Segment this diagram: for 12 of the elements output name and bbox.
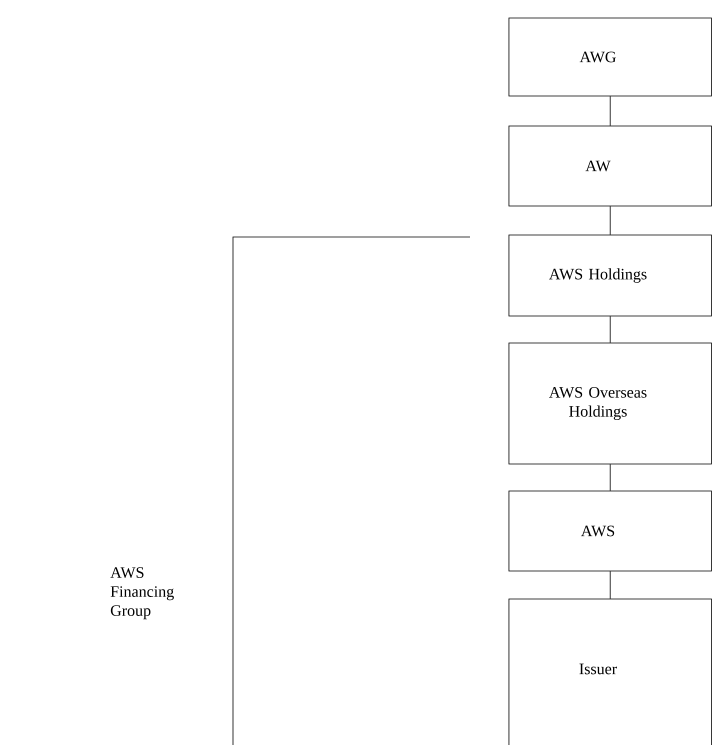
connector-line [610,206,611,236]
entity-box: AW [508,126,712,206]
entity-box: AWS Holdings [508,234,712,316]
connector-line [610,464,611,491]
group-label: AWS Financing Group [110,567,174,620]
connector-line [610,96,611,126]
entity-box: AWG [508,18,712,96]
connector-line [610,316,611,343]
entity-box: AWS Overseas Holdings [508,342,712,464]
entity-box: Issuer [508,598,712,745]
connector-line [610,571,611,599]
entity-box: AWS [508,490,712,572]
